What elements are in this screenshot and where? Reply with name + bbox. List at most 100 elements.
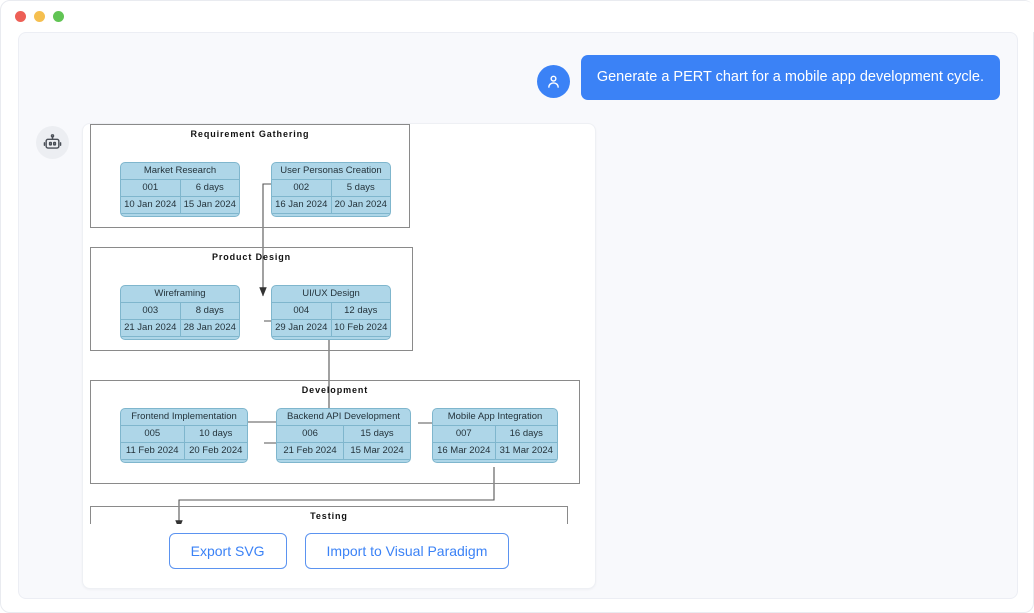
pert-chart-card: Requirement Gathering Market Research 00… <box>82 123 596 589</box>
node-row-owner: Lena <box>272 337 390 339</box>
node-end: 20 Feb 2024 <box>189 445 243 456</box>
node-end: 10 Feb 2024 <box>334 322 388 333</box>
node-row-dates: 10 Jan 2024 15 Jan 2024 <box>121 197 239 214</box>
node-task: Wireframing <box>154 288 206 299</box>
robot-icon <box>43 134 62 149</box>
import-to-visual-paradigm-button[interactable]: Import to Visual Paradigm <box>304 533 510 569</box>
node-row-task: Market Research <box>121 163 239 180</box>
bot-avatar <box>36 126 69 159</box>
node-duration: 16 days <box>509 428 543 439</box>
node-row-id-duration: 004 12 days <box>272 303 390 320</box>
node-id: 002 <box>272 180 332 196</box>
node-owner: Lena <box>272 337 390 339</box>
node-row-task: Frontend Implementation <box>121 409 247 426</box>
node-row-dates: 21 Feb 2024 15 Mar 2024 <box>277 443 410 460</box>
pert-node-003[interactable]: Wireframing 003 8 days 21 Jan 2024 28 Ja… <box>120 285 240 340</box>
node-id: 006 <box>277 426 344 442</box>
node-row-id-duration: 002 5 days <box>272 180 390 197</box>
node-id: 003 <box>121 303 181 319</box>
node-task: Market Research <box>143 165 217 176</box>
node-start: 10 Jan 2024 <box>121 197 181 213</box>
node-start: 16 Jan 2024 <box>272 197 332 213</box>
node-row-dates: 16 Jan 2024 20 Jan 2024 <box>272 197 390 214</box>
node-row-id-duration: 003 8 days <box>121 303 239 320</box>
node-start: 21 Feb 2024 <box>277 443 344 459</box>
node-start: 21 Jan 2024 <box>121 320 181 336</box>
node-row-id-duration: 005 10 days <box>121 426 247 443</box>
pert-diagram: Requirement Gathering Market Research 00… <box>83 124 595 524</box>
node-row-dates: 16 Mar 2024 31 Mar 2024 <box>433 443 557 460</box>
node-owner: Anna <box>433 460 557 462</box>
node-duration: 12 days <box>344 305 378 316</box>
node-start: 11 Feb 2024 <box>121 443 185 459</box>
node-task: Frontend Implementation <box>131 411 237 422</box>
node-row-dates: 11 Feb 2024 20 Feb 2024 <box>121 443 247 460</box>
node-row-task: UI/UX Design <box>272 286 390 303</box>
node-end: 31 Mar 2024 <box>499 445 553 456</box>
node-task: User Personas Creation <box>280 165 382 176</box>
maximize-window-icon[interactable] <box>53 11 64 22</box>
node-row-id-duration: 001 6 days <box>121 180 239 197</box>
node-owner: David <box>277 460 410 462</box>
node-duration: 8 days <box>195 305 224 316</box>
user-message-row: Generate a PERT chart for a mobile app d… <box>536 55 1000 100</box>
pert-node-005[interactable]: Frontend Implementation 005 10 days 11 F… <box>120 408 248 463</box>
node-row-id-duration: 006 15 days <box>277 426 410 443</box>
node-row-owner: Anna <box>433 460 557 462</box>
node-owner: Alex <box>121 214 239 216</box>
node-row-owner: Alex <box>121 214 239 216</box>
node-start: 29 Jan 2024 <box>272 320 332 336</box>
group-title: Product Design <box>211 252 292 262</box>
node-duration: 10 days <box>199 428 233 439</box>
card-actions: Export SVG Import to Visual Paradigm <box>83 533 595 569</box>
node-id: 004 <box>272 303 332 319</box>
group-requirement-gathering: Requirement Gathering <box>90 124 410 228</box>
node-row-owner: David <box>277 460 410 462</box>
group-development: Development <box>90 380 580 484</box>
node-duration: 6 days <box>195 182 224 193</box>
export-svg-button[interactable]: Export SVG <box>168 533 287 569</box>
node-duration: 15 days <box>360 428 394 439</box>
node-row-dates: 21 Jan 2024 28 Jan 2024 <box>121 320 239 337</box>
node-task: UI/UX Design <box>302 288 360 299</box>
node-owner: Mark <box>121 460 247 462</box>
user-message-bubble: Generate a PERT chart for a mobile app d… <box>580 55 1000 100</box>
title-bar <box>1 1 1034 32</box>
node-id: 001 <box>121 180 181 196</box>
node-end: 15 Mar 2024 <box>350 445 404 456</box>
node-row-task: Wireframing <box>121 286 239 303</box>
user-avatar <box>536 65 570 98</box>
pert-node-007[interactable]: Mobile App Integration 007 16 days 16 Ma… <box>432 408 558 463</box>
group-title: Testing <box>310 511 348 521</box>
node-row-owner: Mark <box>121 460 247 462</box>
close-window-icon[interactable] <box>15 11 26 22</box>
node-start: 16 Mar 2024 <box>433 443 496 459</box>
node-row-task: Backend API Development <box>277 409 410 426</box>
node-row-owner: Tom <box>121 337 239 339</box>
minimize-window-icon[interactable] <box>34 11 45 22</box>
node-duration: 5 days <box>346 182 375 193</box>
node-row-owner: Sarah <box>272 214 390 216</box>
window-controls <box>15 11 64 22</box>
node-id: 007 <box>433 426 496 442</box>
node-end: 15 Jan 2024 <box>183 199 236 210</box>
node-end: 28 Jan 2024 <box>183 322 236 333</box>
group-product-design: Product Design <box>90 247 413 351</box>
node-owner: Tom <box>121 337 239 339</box>
node-row-task: Mobile App Integration <box>433 409 557 426</box>
chat-surface: Generate a PERT chart for a mobile app d… <box>18 32 1018 599</box>
edge-002-003 <box>259 183 271 297</box>
node-task: Backend API Development <box>286 411 400 422</box>
pert-node-004[interactable]: UI/UX Design 004 12 days 29 Jan 2024 10 … <box>271 285 391 340</box>
group-title: Requirement Gathering <box>190 129 310 139</box>
person-icon <box>548 75 559 88</box>
pert-node-002[interactable]: User Personas Creation 002 5 days 16 Jan… <box>271 162 391 217</box>
node-row-id-duration: 007 16 days <box>433 426 557 443</box>
bot-message-row: Requirement Gathering Market Research 00… <box>36 123 596 589</box>
node-task: Mobile App Integration <box>447 411 543 422</box>
pert-node-001[interactable]: Market Research 001 6 days 10 Jan 2024 1… <box>120 162 240 217</box>
group-testing: Testing <box>90 506 568 524</box>
node-owner: Sarah <box>272 214 390 216</box>
pert-node-006[interactable]: Backend API Development 006 15 days 21 F… <box>276 408 411 463</box>
